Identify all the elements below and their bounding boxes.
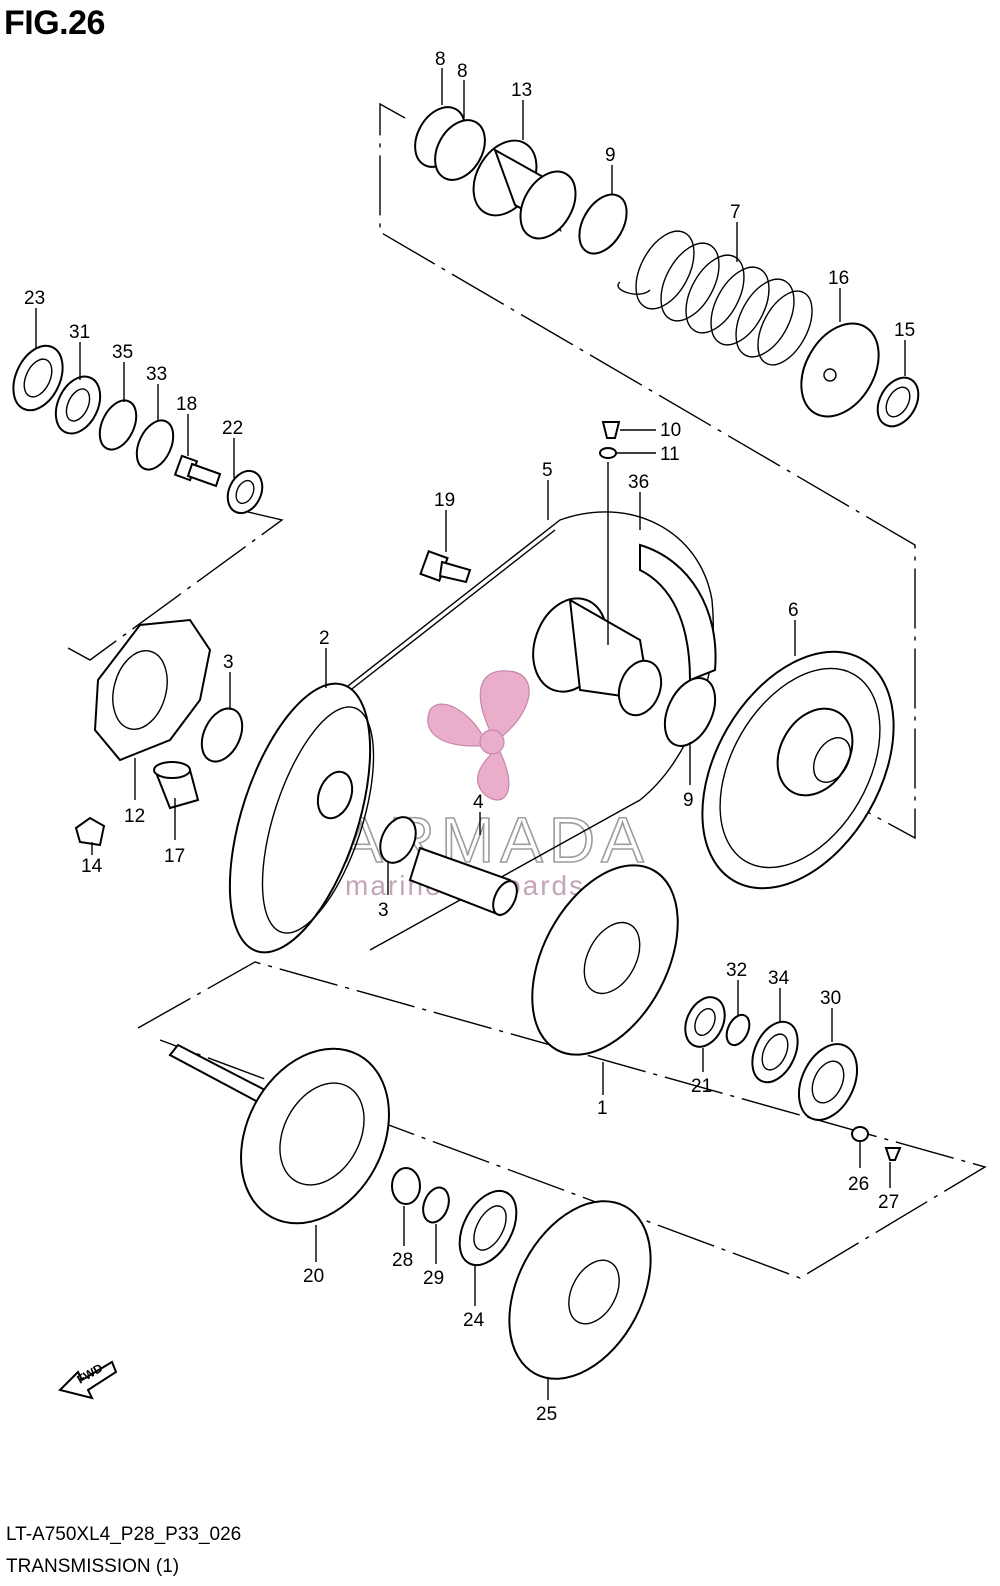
- bolt-27: [884, 1147, 902, 1161]
- callout-34: 34: [768, 968, 790, 989]
- left-group-frame: [67, 511, 284, 661]
- circlip-32: [725, 1013, 751, 1047]
- circlip-35: [98, 399, 138, 451]
- washer-3-left: [200, 707, 244, 763]
- callout-23: 23: [24, 288, 45, 309]
- callout-14: 14: [81, 856, 103, 877]
- callout-17: 17: [164, 846, 185, 867]
- callout-19: 19: [434, 490, 455, 511]
- seal-23: [12, 344, 64, 412]
- callout-22: 22: [222, 418, 243, 439]
- driven-clutch-2: [228, 682, 375, 954]
- callout-4: 4: [473, 792, 484, 813]
- spacer-sleeve-13: [472, 139, 577, 240]
- clutch-carrier-25: [508, 1200, 652, 1380]
- callout-21: 21: [691, 1076, 712, 1097]
- bolt-18: [173, 454, 222, 488]
- footer-diagram-code: LT-A750XL4_P28_P33_026: [6, 1524, 242, 1545]
- callout-6: 6: [788, 600, 799, 621]
- callout-20: 20: [303, 1266, 324, 1287]
- washer-33: [135, 419, 175, 471]
- callout-25: 25: [536, 1404, 557, 1425]
- bushing-22: [226, 469, 264, 515]
- callout-10: 10: [660, 420, 681, 441]
- washer-3-center: [379, 816, 417, 864]
- nut-15: [876, 376, 920, 428]
- drive-belt-5: [324, 511, 714, 951]
- callout-8a: 8: [435, 49, 446, 70]
- callout-2: 2: [319, 628, 330, 649]
- callout-5: 5: [542, 460, 553, 481]
- callout-1: 1: [597, 1098, 608, 1119]
- callout-3-left: 3: [223, 652, 234, 673]
- washer-29: [422, 1186, 450, 1224]
- one-way-clutch-24: [458, 1189, 518, 1267]
- callout-11: 11: [660, 444, 680, 465]
- ring-9-lower: [663, 677, 717, 747]
- callout-27: 27: [878, 1192, 899, 1213]
- clutch-housing-20: [168, 1043, 390, 1225]
- callout-36: 36: [628, 472, 649, 493]
- callout-18: 18: [176, 394, 197, 415]
- callout-29: 29: [423, 1268, 444, 1289]
- callout-33: 33: [146, 364, 167, 385]
- callout-26: 26: [848, 1174, 869, 1195]
- ring-8b: [434, 119, 486, 181]
- callout-15: 15: [894, 320, 915, 341]
- roller-17: [153, 761, 200, 810]
- nut-28: [391, 1167, 421, 1205]
- fwd-arrow-icon: FWD: [58, 1360, 118, 1400]
- spacer-4: [408, 846, 518, 917]
- plate-16: [800, 322, 880, 418]
- callout-32: 32: [726, 960, 747, 981]
- callout-9-upper: 9: [605, 145, 616, 166]
- movable-drive-face-12: [93, 618, 212, 762]
- callout-7: 7: [730, 202, 741, 223]
- callout-35: 35: [112, 342, 133, 363]
- bolt-19: [419, 550, 472, 584]
- bushing-21: [684, 996, 726, 1048]
- pin-10: [601, 421, 621, 439]
- slide-piece-14: [74, 816, 106, 847]
- washer-11: [599, 447, 617, 459]
- nut-26: [851, 1126, 869, 1142]
- leader-lines: [35, 68, 906, 1400]
- seal-34: [751, 1020, 799, 1084]
- callout-9-lower: 9: [683, 790, 694, 811]
- clutch-shoe-6: [701, 650, 895, 890]
- callout-28: 28: [392, 1250, 413, 1271]
- callout-13: 13: [511, 80, 532, 101]
- spring-7: [617, 230, 813, 366]
- callout-labels: 8 8 13 9 7 16 15 23 31 35 33 18 22 10 11…: [24, 49, 915, 1425]
- driven-gear-36: [639, 543, 717, 682]
- callout-3-center: 3: [378, 900, 389, 921]
- callout-30: 30: [820, 988, 841, 1009]
- callout-12: 12: [124, 806, 145, 827]
- lower-group-frame: [137, 961, 987, 1279]
- watermark-propeller-icon: [427, 670, 530, 801]
- upper-group-frame: [379, 102, 916, 840]
- bearing-31: [54, 375, 102, 435]
- ring-9-upper: [578, 193, 628, 255]
- callout-8b: 8: [457, 61, 468, 82]
- callout-24: 24: [463, 1310, 485, 1331]
- callout-31: 31: [69, 322, 90, 343]
- footer-diagram-title: TRANSMISSION (1): [6, 1556, 180, 1577]
- driven-shaft-collar: [532, 597, 663, 717]
- bearing-30: [797, 1043, 859, 1121]
- callout-16: 16: [828, 268, 849, 289]
- fixed-drive-face-1: [531, 864, 679, 1056]
- figure-title: FIG.26: [4, 4, 105, 42]
